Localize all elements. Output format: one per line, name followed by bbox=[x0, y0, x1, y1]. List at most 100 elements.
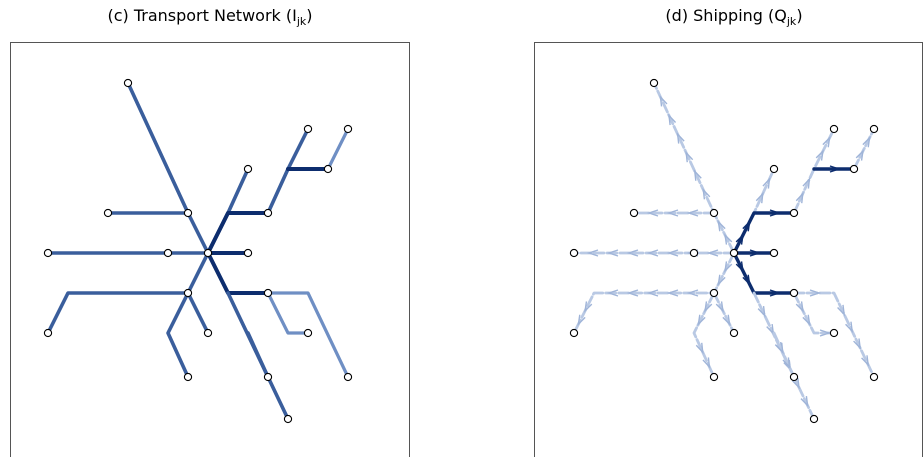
flow-arrow bbox=[715, 301, 724, 313]
flow-arrow bbox=[666, 209, 679, 217]
flow-arrow bbox=[742, 219, 751, 232]
edge-15 bbox=[712, 291, 736, 335]
flow-arrow bbox=[735, 233, 744, 245]
flow-arrow bbox=[706, 249, 719, 257]
node-n9 bbox=[163, 248, 173, 258]
flow-arrow bbox=[659, 95, 668, 107]
flow-arrow bbox=[735, 261, 744, 273]
edge-10 bbox=[266, 291, 350, 379]
node-n19 bbox=[789, 372, 799, 382]
node-n10 bbox=[569, 248, 579, 258]
flow-arrow bbox=[724, 261, 733, 273]
node-n10 bbox=[43, 248, 53, 258]
edge-3 bbox=[792, 127, 836, 215]
node-n7 bbox=[709, 208, 719, 218]
panel-title-c: (c) Transport Network (Ijk) bbox=[10, 6, 410, 28]
panel-shipping: (d) Shipping (Qjk) bbox=[462, 0, 924, 457]
node-n12 bbox=[263, 288, 273, 298]
nodes bbox=[569, 78, 879, 424]
title-text: (d) Shipping (Q bbox=[665, 6, 787, 25]
node-n13 bbox=[303, 328, 313, 338]
node-n14 bbox=[343, 372, 353, 382]
flow-arrow bbox=[822, 135, 831, 148]
flow-arrow bbox=[717, 219, 726, 232]
edge-9 bbox=[732, 251, 796, 295]
flow-arrow bbox=[795, 301, 804, 313]
flow-arrow bbox=[606, 289, 619, 297]
node-n12 bbox=[789, 288, 799, 298]
flow-arrow bbox=[666, 249, 679, 257]
flow-arrow bbox=[802, 177, 811, 189]
flow-arrow bbox=[722, 314, 731, 327]
edge-15 bbox=[186, 291, 210, 335]
flow-arrow bbox=[693, 169, 702, 181]
edge-11 bbox=[792, 291, 836, 335]
node-n5 bbox=[869, 124, 879, 134]
network-plot-c bbox=[43, 78, 353, 424]
edge-13 bbox=[772, 331, 796, 379]
flow-arrow bbox=[855, 149, 864, 161]
flow-arrow bbox=[769, 209, 782, 217]
flow-arrow bbox=[769, 289, 782, 297]
node-n3 bbox=[789, 208, 799, 218]
edge-2 bbox=[732, 211, 796, 255]
flow-arrow bbox=[577, 314, 586, 327]
flow-arrow bbox=[584, 301, 593, 313]
node-n1 bbox=[649, 78, 659, 88]
node-n14 bbox=[869, 372, 879, 382]
flow-arrow bbox=[749, 249, 762, 257]
node-n17 bbox=[729, 328, 739, 338]
flow-arrow bbox=[775, 342, 784, 355]
nodes bbox=[43, 78, 353, 424]
flow-arrow bbox=[845, 321, 854, 334]
flow-arrow bbox=[815, 149, 824, 161]
flow-arrow bbox=[837, 304, 846, 317]
panel-title-d: (d) Shipping (Qjk) bbox=[534, 6, 924, 28]
flow-arrow bbox=[762, 177, 771, 189]
node-n15 bbox=[709, 288, 719, 298]
flow-arrow bbox=[668, 113, 677, 126]
flow-arrow bbox=[666, 289, 679, 297]
title-subscript: jk bbox=[296, 15, 307, 28]
flow-arrow bbox=[695, 342, 704, 355]
plot-frame-d bbox=[534, 42, 923, 457]
flow-arrow bbox=[724, 233, 733, 245]
node-n9 bbox=[689, 248, 699, 258]
edge-13 bbox=[246, 331, 270, 379]
node-n4 bbox=[829, 124, 839, 134]
node-n13 bbox=[829, 328, 839, 338]
edge-14 bbox=[572, 251, 736, 335]
flow-arrow bbox=[697, 314, 706, 327]
node-n8 bbox=[103, 208, 113, 218]
node-n6 bbox=[849, 164, 859, 174]
node-hub bbox=[203, 248, 213, 258]
node-n1 bbox=[123, 78, 133, 88]
edge-16 bbox=[166, 291, 190, 379]
flow-arrow bbox=[646, 209, 659, 217]
flow-arrow bbox=[742, 274, 751, 287]
node-n17 bbox=[203, 328, 213, 338]
flow-arrow bbox=[685, 150, 694, 163]
node-n19 bbox=[263, 372, 273, 382]
flow-arrow bbox=[755, 191, 764, 204]
node-hub bbox=[729, 248, 739, 258]
flow-arrow bbox=[819, 329, 832, 337]
title-suffix: ) bbox=[306, 6, 313, 25]
flow-arrow bbox=[757, 306, 766, 318]
node-n16 bbox=[569, 328, 579, 338]
flow-arrow bbox=[626, 289, 639, 297]
edge-0 bbox=[652, 81, 736, 255]
flow-arrow bbox=[791, 378, 800, 390]
node-n7 bbox=[183, 208, 193, 218]
flow-arrow bbox=[646, 249, 659, 257]
node-n5 bbox=[343, 124, 353, 134]
node-n15 bbox=[183, 288, 193, 298]
flow-arrow bbox=[717, 274, 726, 287]
node-n8 bbox=[629, 208, 639, 218]
network-plot-d bbox=[569, 78, 879, 424]
flow-arrow bbox=[626, 249, 639, 257]
flow-arrow bbox=[782, 357, 791, 369]
node-n2 bbox=[769, 164, 779, 174]
node-n2 bbox=[243, 164, 253, 174]
flow-arrow bbox=[702, 187, 711, 200]
